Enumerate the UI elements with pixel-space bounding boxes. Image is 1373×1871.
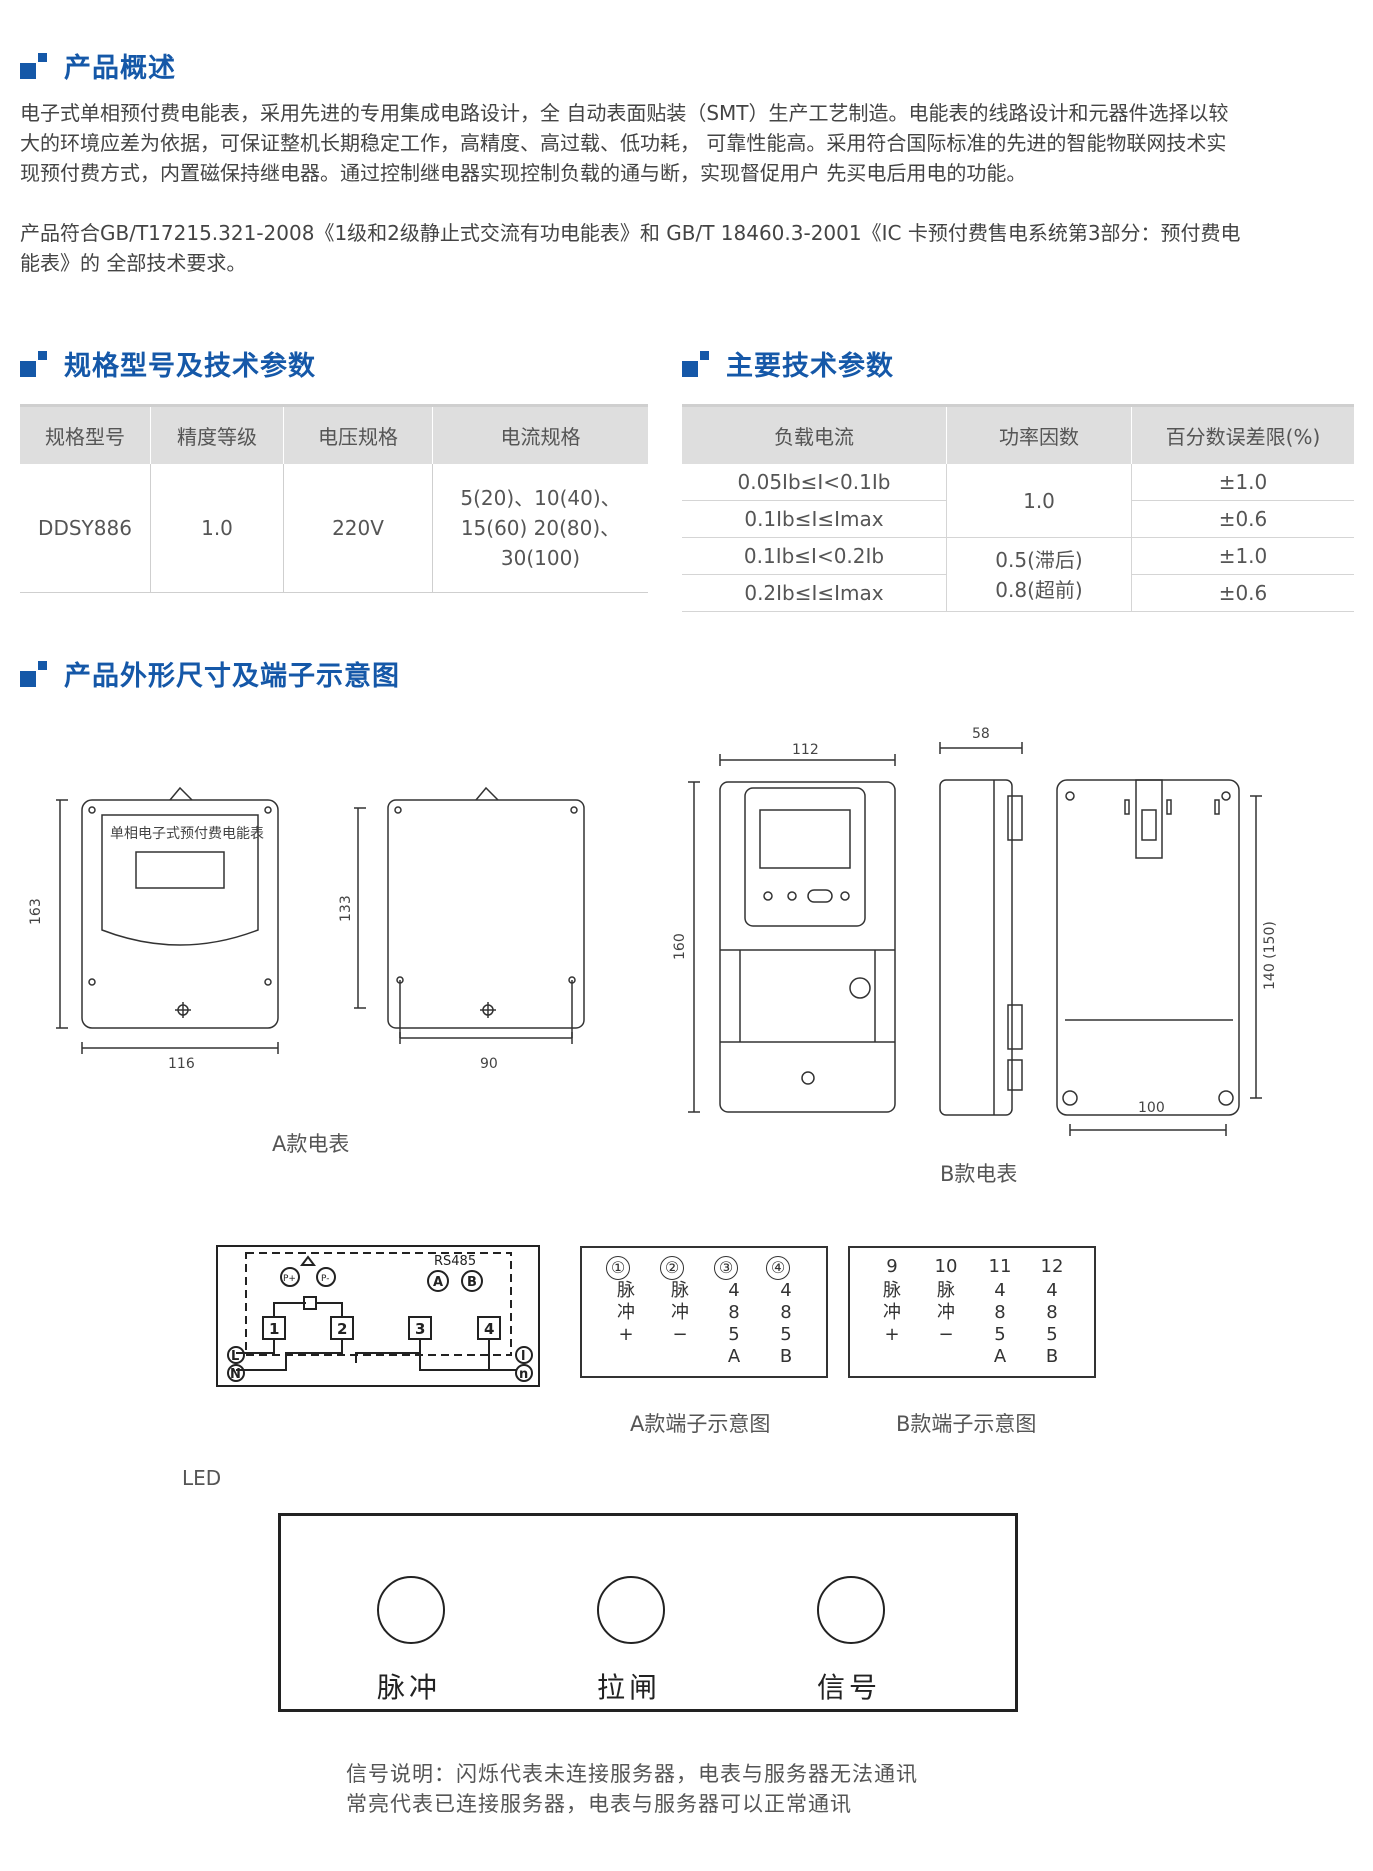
terminal-a-caption: A款端子示意图 — [630, 1412, 771, 1436]
tech-cell-load: 0.1Ib≤I<0.2Ib — [682, 537, 947, 575]
tech-header-pf: 功率因数 — [946, 404, 1132, 464]
section-title-spec: 规格型号及技术参数 — [20, 344, 316, 383]
dim-b-depth: 58 — [972, 726, 990, 742]
section-bullet-icon — [20, 660, 50, 687]
end-label: n — [519, 1367, 528, 1382]
end-label: l — [521, 1349, 525, 1364]
section-title-overview: 产品概述 — [20, 46, 176, 85]
end-label: L — [231, 1349, 239, 1364]
led-label-signal: 信号 — [816, 1671, 881, 1704]
section-bullet-icon — [20, 52, 50, 79]
dim-a-hole-height: 133 — [338, 895, 354, 922]
table-row: 0.05Ib≤I<0.1Ib 1.0 ±1.0 — [682, 464, 1354, 538]
pin-label: 4 — [484, 1320, 494, 1338]
led-pulse-icon — [377, 1576, 445, 1644]
led-label-pulse: 脉冲 — [376, 1671, 441, 1704]
tech-cell-error: ±0.6 — [1131, 574, 1354, 612]
meter-a-drawing: 单相电子式预付费电能表 163 116 133 90 — [28, 786, 585, 1072]
spec-cell-accuracy: 1.0 — [150, 464, 284, 593]
section-title-outline: 产品外形尺寸及端子示意图 — [20, 654, 400, 693]
tech-cell-load: 0.2Ib≤I≤Imax — [682, 574, 947, 612]
terminal-b-caption: B款端子示意图 — [896, 1412, 1037, 1436]
led-trip-icon — [597, 1576, 665, 1644]
dim-b-height: 160 — [672, 933, 688, 960]
spec-table: 规格型号 精度等级 电压规格 电流规格 DDSY886 1.0 220V 5(2… — [20, 404, 648, 593]
pin-label: 1 — [269, 1320, 279, 1338]
tech-cell-error: ±1.0 — [1131, 464, 1354, 501]
spec-header-current: 电流规格 — [432, 404, 648, 464]
meter-b-caption: B款电表 — [940, 1162, 1018, 1186]
tech-cell-load: 0.05Ib≤I<0.1Ib — [682, 464, 947, 501]
led-note-line-1: 信号说明：闪烁代表未连接服务器，电表与服务器无法通讯 — [346, 1762, 918, 1786]
table-row: 0.1Ib≤I<0.2Ib 0.5(滞后)0.8(超前) ±1.0 — [682, 537, 1354, 612]
spec-header-voltage: 电压规格 — [283, 404, 433, 464]
spec-header-accuracy: 精度等级 — [150, 404, 284, 464]
tech-cell-error: ±1.0 — [1131, 537, 1354, 575]
tech-header-error: 百分数误差限(%) — [1131, 404, 1354, 464]
pin-label: 2 — [337, 1320, 347, 1338]
meter-b-back — [1056, 779, 1262, 1136]
led-title: LED — [182, 1466, 222, 1490]
pp-label: P+ — [283, 1274, 296, 1284]
section-title-tech: 主要技术参数 — [682, 344, 894, 383]
pp-label: P- — [321, 1274, 329, 1284]
meter-a-front-label: 单相电子式预付费电能表 — [110, 826, 264, 842]
overview-paragraph-1: 电子式单相预付费电能表，采用先进的专用集成电路设计，全 自动表面贴装（SMT）生… — [20, 101, 1229, 185]
spec-cell-voltage: 220V — [283, 464, 433, 593]
led-panel: 脉冲 拉闸 信号 — [278, 1513, 1018, 1712]
table-row: 0.2Ib≤I≤Imax ±0.6 — [682, 574, 1354, 612]
ab-label: A — [433, 1275, 443, 1290]
section-bullet-icon — [20, 350, 50, 377]
meter-a-front — [56, 786, 279, 1054]
spec-cell-model: DDSY886 — [20, 464, 151, 593]
meter-b-front — [688, 754, 896, 1113]
meter-a-caption: A款电表 — [272, 1132, 350, 1156]
meter-b-drawing: 112 160 58 140 (150) 100 — [672, 726, 1278, 1136]
dim-b-hole-width: 100 — [1138, 1100, 1165, 1116]
spec-header-model: 规格型号 — [20, 404, 151, 464]
overview-paragraph-2: 产品符合GB/T17215.321-2008《1级和2级静止式交流有功电能表》和… — [20, 221, 1241, 275]
dim-a-hole-width: 90 — [480, 1056, 498, 1072]
rs485-label: RS485 — [434, 1254, 476, 1269]
meter-a-back — [354, 786, 585, 1044]
dim-b-width: 112 — [792, 742, 819, 758]
dim-a-width: 116 — [168, 1056, 195, 1072]
wiring-diagram: RS485 1 2 3 4 A B P+ P- L N l n — [216, 1245, 540, 1387]
section-bullet-icon — [682, 350, 712, 377]
tech-table: 负载电流 功率因数 百分数误差限(%) 0.05Ib≤I<0.1Ib 1.0 ±… — [682, 404, 1354, 612]
led-signal-icon — [817, 1576, 885, 1644]
pin-label: 3 — [415, 1320, 425, 1338]
tech-cell-error: ±0.6 — [1131, 500, 1354, 538]
dim-b-hole-height: 140 (150) — [1262, 921, 1278, 990]
ab-label: B — [467, 1275, 477, 1290]
tech-header-load: 负载电流 — [682, 404, 947, 464]
table-row: 0.1Ib≤I≤Imax ±0.6 — [682, 500, 1354, 538]
led-note-line-2: 常亮代表已连接服务器，电表与服务器可以正常通讯 — [346, 1792, 852, 1816]
table-row: DDSY886 1.0 220V 5(20)、10(40)、 15(60) 20… — [20, 464, 648, 593]
tech-cell-pf: 1.0 — [946, 464, 1132, 538]
meter-b-side — [939, 742, 1023, 1116]
tech-cell-load: 0.1Ib≤I≤Imax — [682, 500, 947, 538]
end-label: N — [230, 1367, 241, 1382]
tech-cell-pf: 0.5(滞后)0.8(超前) — [946, 537, 1132, 612]
dim-a-height: 163 — [28, 898, 44, 925]
spec-cell-current: 5(20)、10(40)、 15(60) 20(80)、 30(100) — [432, 464, 648, 593]
led-label-trip: 拉闸 — [596, 1671, 661, 1704]
